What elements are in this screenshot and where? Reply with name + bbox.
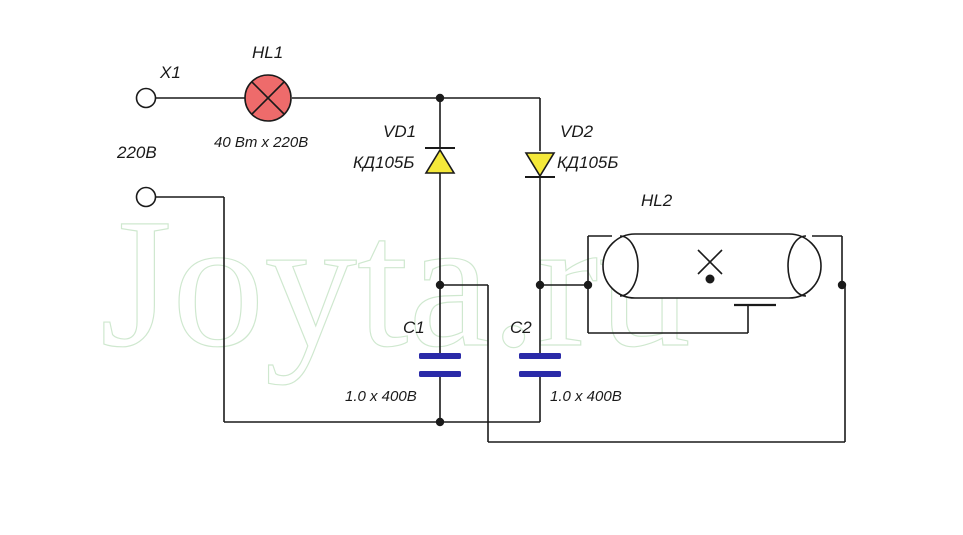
- c2-name: C2: [510, 318, 532, 337]
- c1-rating: 1.0 x 400В: [345, 388, 417, 405]
- vd2-part: КД105Б: [557, 153, 618, 172]
- capacitor-c1-symbol: [419, 353, 461, 377]
- vd2-name: VD2: [560, 122, 594, 141]
- diode-vd1-symbol: [424, 147, 456, 174]
- terminal-x2: [135, 186, 157, 208]
- capacitor-c2-symbol: [519, 353, 561, 377]
- hl1-rating: 40 Вт x 220В: [214, 134, 308, 151]
- c2-rating: 1.0 x 400В: [550, 388, 622, 405]
- c1-name: C1: [403, 318, 425, 337]
- wires: [155, 97, 846, 443]
- watermark-text: Joyta.ru: [100, 181, 691, 386]
- hl1-name: HL1: [252, 43, 283, 62]
- voltage-label: 220В: [116, 143, 157, 162]
- lamp-hl1-symbol: [244, 74, 292, 122]
- vd1-name: VD1: [383, 122, 416, 141]
- lamp-hl2-symbol: [602, 233, 822, 307]
- terminal-x1: [135, 87, 157, 109]
- junction-nodes: [435, 93, 847, 427]
- vd1-part: КД105Б: [353, 153, 414, 172]
- x1-label: X1: [159, 63, 181, 82]
- hl2-name: HL2: [641, 191, 673, 210]
- diode-vd2-symbol: [524, 152, 556, 178]
